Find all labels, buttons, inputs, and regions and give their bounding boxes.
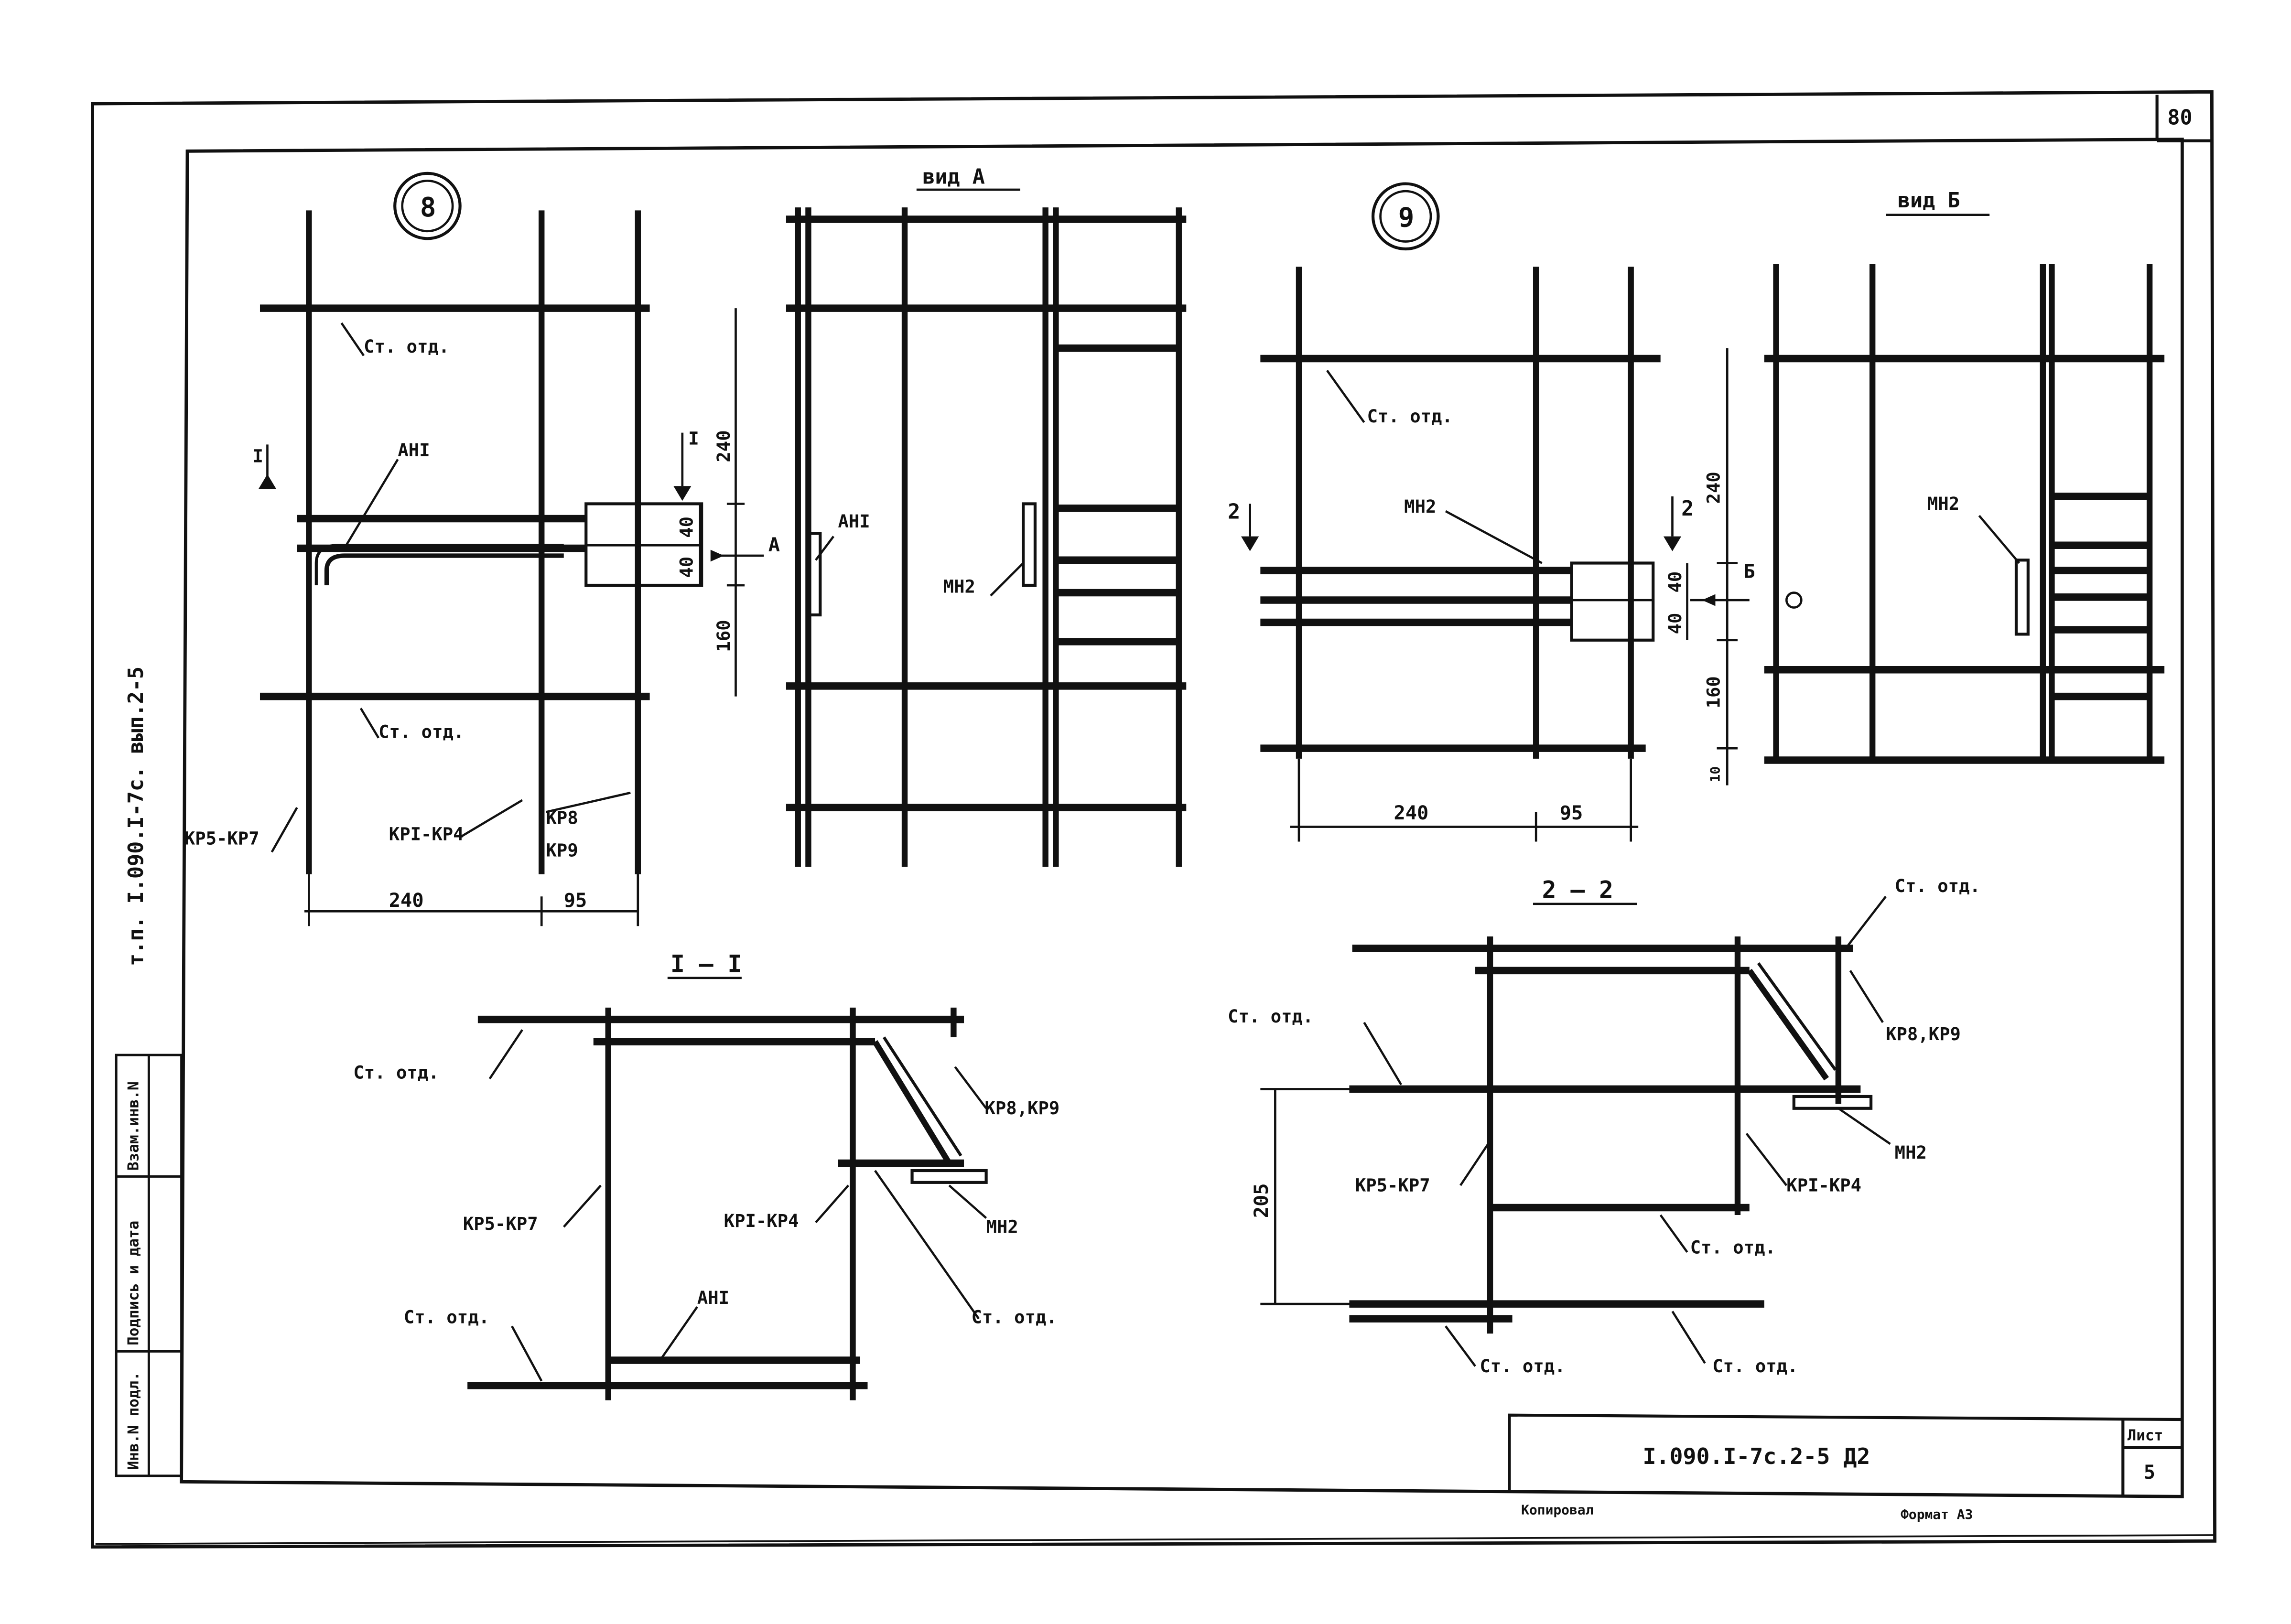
side-stamp [115,1054,183,1477]
node-8-dim-240v: 240 [713,430,734,462]
sec2-st-otd-5: Ст. отд. [1712,1355,1798,1377]
section-2-2-title: 2 — 2 [1542,876,1613,903]
view-b-drawing [1764,214,2165,764]
node-8-section-mark-left: I [252,446,263,467]
view-a-drawing [786,188,1187,867]
title-block [1508,1413,2183,1497]
node-9-dim-40a: 40 [1664,571,1686,593]
section-2-2-drawing [1260,895,1891,1367]
sec1-kr8: КР8,КР9 [985,1097,1060,1119]
node-9-dim-40b: 40 [1664,613,1686,635]
node-9-drawing [1241,182,1750,842]
sec1-mn: МН2 [986,1216,1018,1237]
node-8-kr1: КРI-КР4 [389,823,464,844]
title-code: I.090.I-7с.2-5 Д2 [1643,1443,1870,1469]
node-8-kr5: КР5-КР7 [184,828,259,849]
node-8-kr9: КР9 [546,840,578,861]
sec2-st-otd-4: Ст. отд. [1480,1355,1565,1377]
node-8-dim-40b: 40 [676,557,697,578]
node-9-st-otd: Ст. отд. [1367,406,1453,427]
node-9-dim-240v: 240 [1703,472,1724,504]
node-8-view-mark: А [768,534,780,556]
node-9-plate [1570,561,1655,642]
node-9-number: 9 [1398,202,1415,233]
node-9-dim-240h: 240 [1394,802,1428,824]
sec2-st-otd-1: Ст. отд. [1895,875,1980,896]
sec1-kr1: КРI-КР4 [724,1210,799,1231]
node-8-st-otd-top: Ст. отд. [364,336,449,357]
sec2-st-otd-3: Ст. отд. [1690,1237,1776,1258]
sec1-kr5: КР5-КР7 [463,1213,538,1234]
sec1-st-otd-2: Ст. отд. [972,1306,1057,1327]
node-9-dim-95: 95 [1560,802,1583,824]
node-8-number: 8 [420,192,436,223]
node-8-an: АНI [398,440,430,461]
node-8-circle [393,172,462,240]
node-8-section-mark-right: I [688,428,699,449]
sheet-label: Лист [2128,1427,2163,1444]
view-b-mn: МН2 [1927,493,1959,514]
node-8-kr8: КР8 [546,807,578,828]
node-9-dim-160: 160 [1703,676,1724,708]
node-8-st-otd-bottom: Ст. отд. [378,721,464,742]
node-9-view-mark: Б [1743,560,1755,582]
stamp-podpis: Подпись и дата [125,1221,142,1345]
sec1-an: АНI [697,1287,729,1308]
node-9-section-mark-right: 2 [1681,497,1694,521]
sheet-number: 5 [2144,1461,2155,1484]
node-8-dim-240h: 240 [389,889,424,912]
sec2-dim-205: 205 [1250,1183,1273,1218]
node-9-dim-10: 10 [1707,766,1723,783]
node-8-drawing [258,172,764,926]
side-code: т.п. I.090.I-7с. вып.2-5 [124,667,148,966]
node-8-dim-160: 160 [713,620,734,652]
section-1-1-title: I — I [670,950,742,978]
view-a-title: вид А [922,165,985,189]
sec1-st-otd-3: Ст. отд. [404,1306,489,1327]
stamp-inv-podl: Инв.N подл. [125,1372,142,1470]
view-b-title: вид Б [1898,189,1960,213]
sec2-st-otd-2: Ст. отд. [1228,1006,1313,1027]
node-9-section-mark-left: 2 [1228,500,1240,524]
sec2-kr8: КР8,КР9 [1886,1023,1961,1044]
node-9-circle [1371,182,1440,251]
node-9-mn: МН2 [1404,496,1436,517]
stamp-vzam: Взам.инв.N [125,1081,142,1171]
sheet-frame [91,90,2216,1549]
sec2-kr1: КРI-КР4 [1786,1174,1861,1195]
view-a-an: АНI [838,511,870,532]
section-1-1-drawing [467,977,988,1400]
page-number: 80 [2167,106,2192,130]
node-8-dim-95: 95 [564,889,587,912]
sec2-kr5: КР5-КР7 [1355,1174,1430,1195]
sec1-st-otd-1: Ст. отд. [353,1062,439,1083]
footer-copied: Копировал [1521,1502,1593,1518]
footer-format: Формат А3 [1901,1506,1973,1522]
sec2-mn: МН2 [1895,1142,1927,1163]
view-a-mn: МН2 [943,576,975,597]
node-8-dim-40a: 40 [676,516,697,538]
